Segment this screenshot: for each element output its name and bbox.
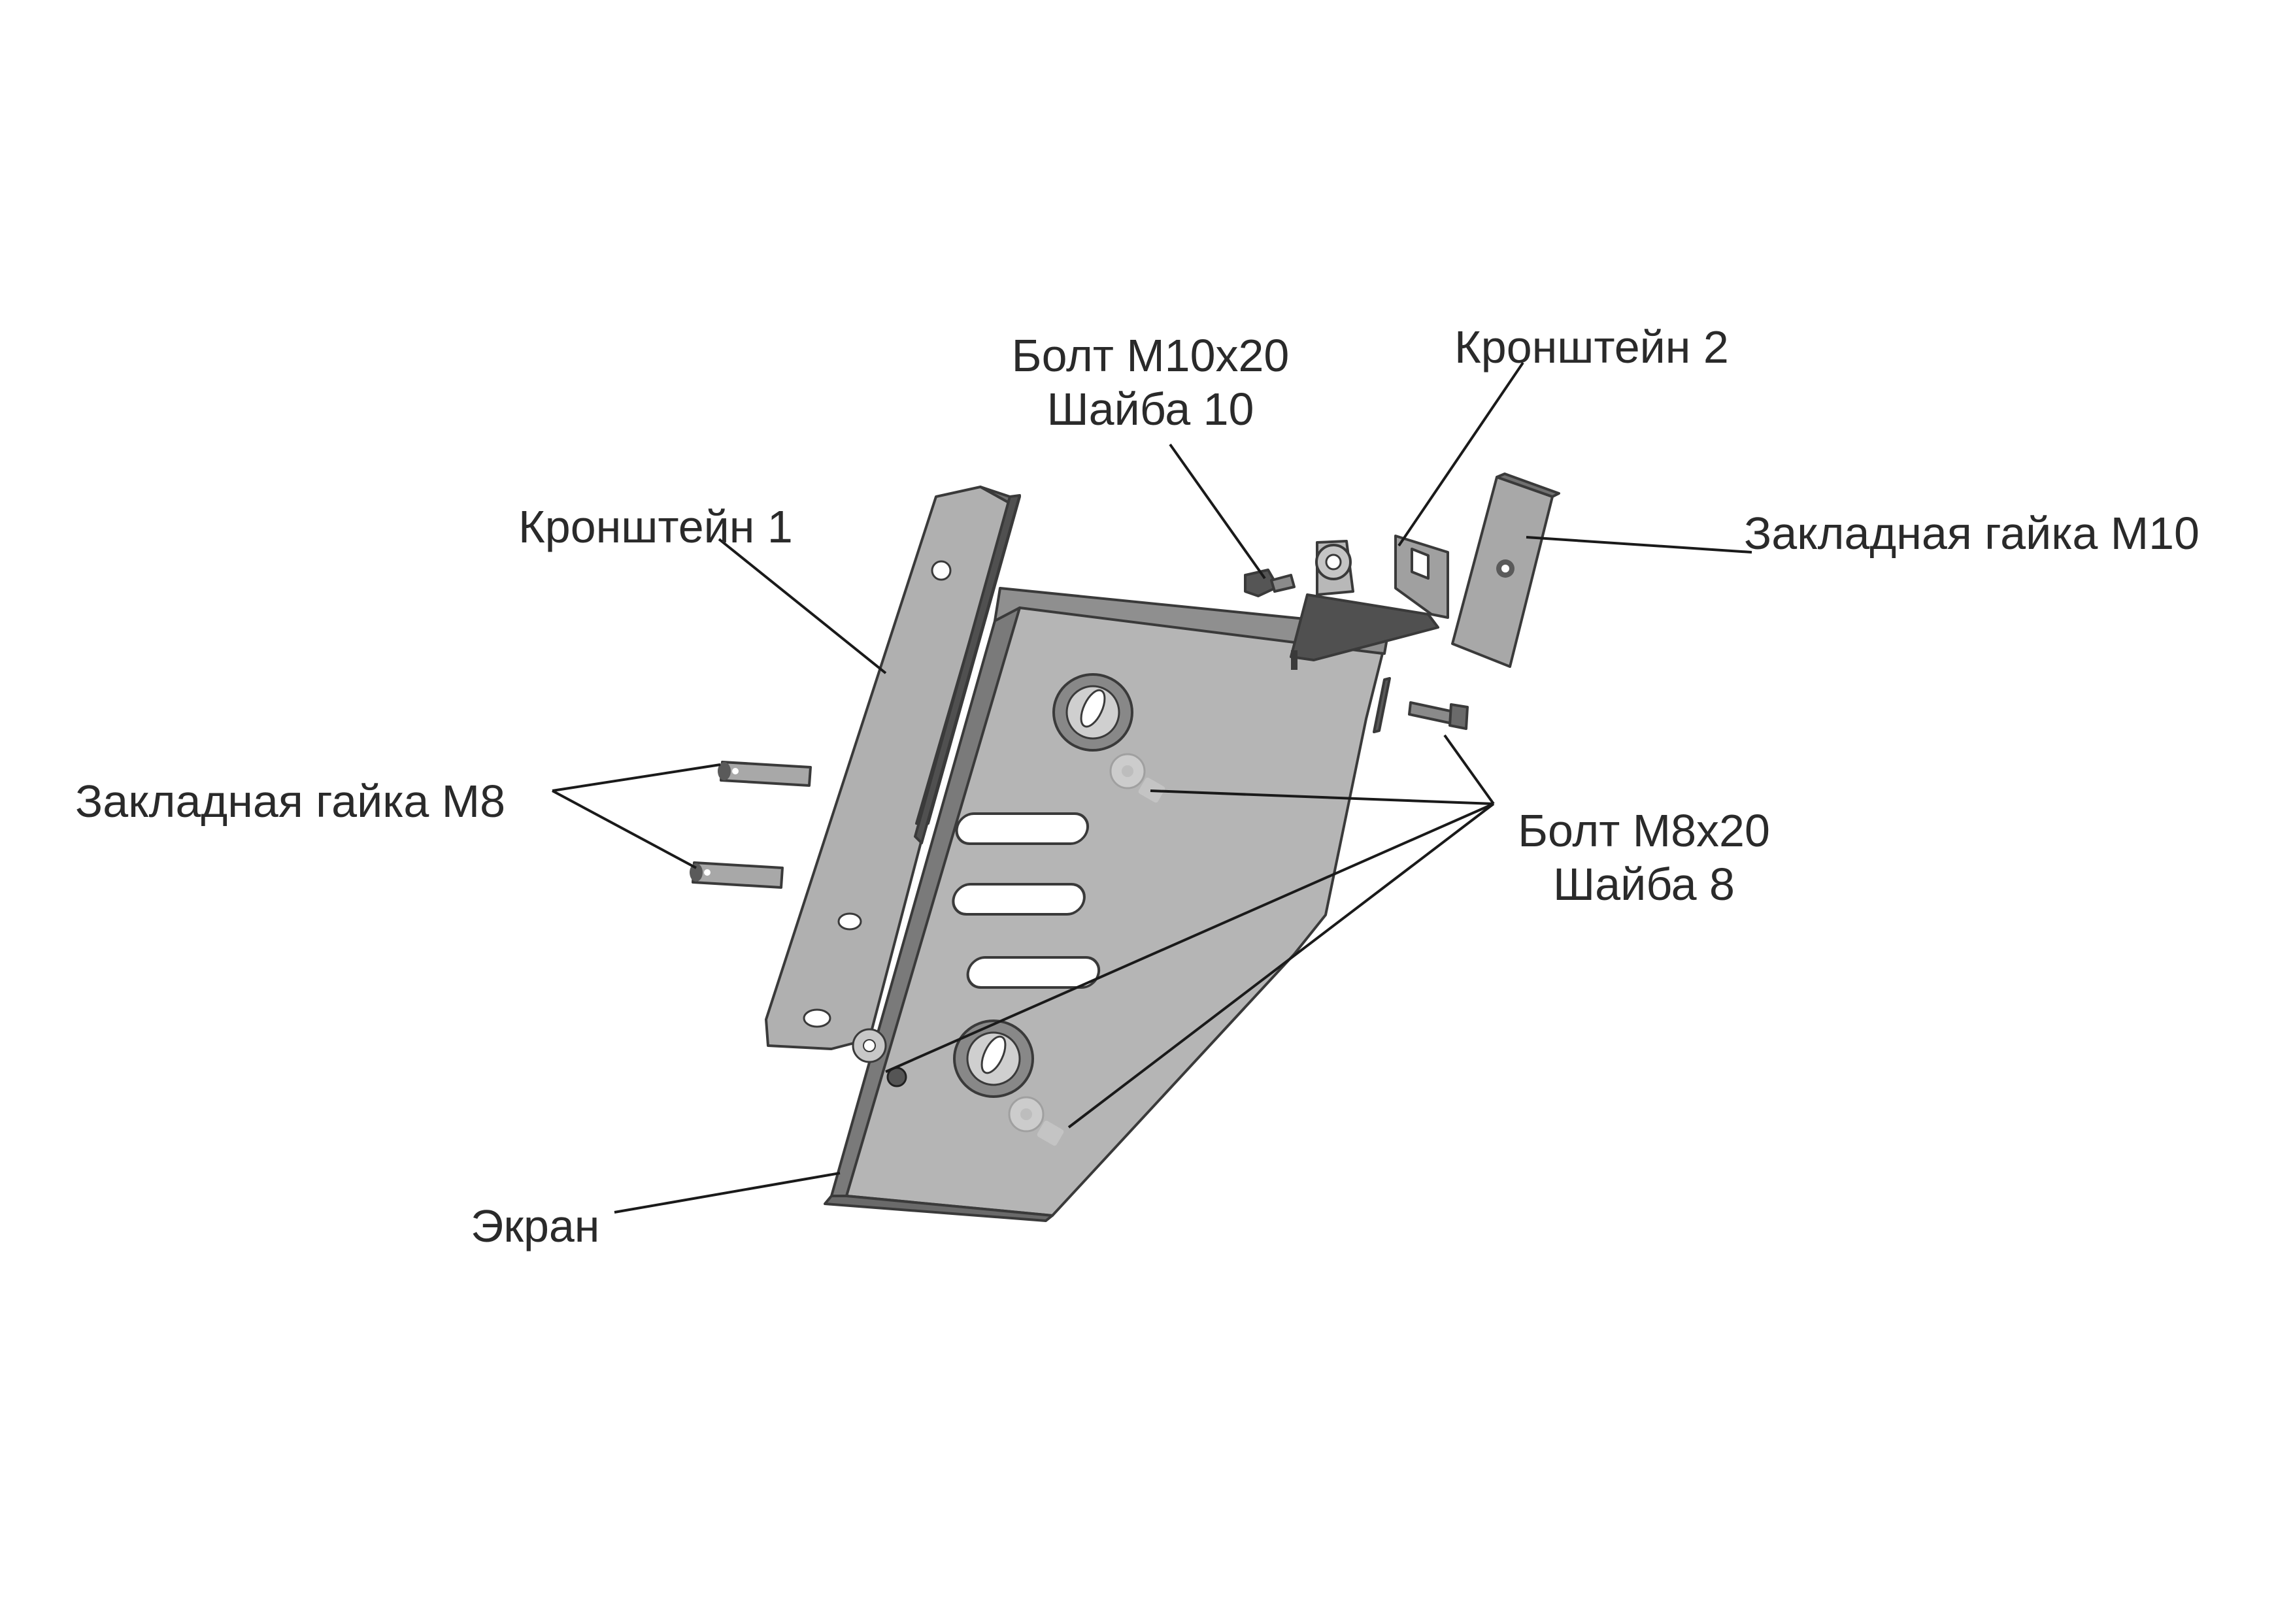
leader-lines (552, 361, 1752, 1214)
label-washer-10: Шайба 10 (1047, 384, 1254, 435)
leader-screen (614, 1172, 841, 1214)
vent-slots (952, 812, 1101, 989)
leader-nut-m8-upper (552, 763, 721, 792)
bracket-1-hole-top (931, 560, 952, 581)
leader-nut-m10 (1526, 536, 1752, 554)
bracket-1-hole-bottom (803, 1008, 831, 1028)
screen-top-flange (994, 587, 1390, 655)
bracket-1-edge (914, 494, 1021, 844)
leader-bolt-m8-3 (885, 803, 1494, 1073)
bolt-m8-right (1373, 677, 1469, 733)
label-bolt-m8: Болт М8х20 (1518, 805, 1770, 856)
leader-bracket-1 (718, 538, 887, 674)
bracket-2-part (1290, 535, 1449, 670)
vent-slot (955, 812, 1090, 845)
label-screen: Экран (471, 1201, 599, 1251)
label-embedded-nut-m8: Закладная гайка М8 (75, 776, 505, 827)
screen-bottom-edge (824, 1195, 1054, 1222)
upper-grommet (1052, 673, 1133, 752)
bracket-1-part (765, 486, 1021, 1050)
leader-bolt-m8-2 (1443, 734, 1495, 805)
leader-bolt-m8-4 (1067, 803, 1495, 1129)
leader-bracket-2 (1398, 361, 1524, 547)
label-embedded-nut-m10: Закладная гайка М10 (1744, 508, 2200, 559)
labels: Болт М10х20 Шайба 10 Кронштейн 2 Кронште… (75, 322, 2200, 1251)
embedded-nut-m8-lower (690, 861, 784, 889)
label-bolt-m10: Болт М10х20 (1012, 330, 1290, 381)
label-bracket-2: Кронштейн 2 (1454, 322, 1729, 373)
embedded-nut-m10-part (1451, 472, 1560, 668)
screen-plate (824, 587, 1390, 1222)
vent-slot (966, 956, 1101, 989)
bracket-2-base (1290, 593, 1439, 661)
embedded-nut-m8-upper (718, 761, 812, 787)
label-bracket-1: Кронштейн 1 (518, 501, 793, 552)
bolt-m8-on-plate-lower (1008, 1096, 1064, 1146)
bracket-1-hole-mid (837, 912, 862, 931)
bolt-m10-part (1244, 569, 1296, 597)
leader-nut-m8-lower (552, 789, 697, 869)
label-washer-8: Шайба 8 (1553, 859, 1735, 910)
leader-bolt-m8-1 (1150, 789, 1494, 805)
vent-slot (952, 883, 1086, 916)
lower-grommet (953, 1019, 1034, 1098)
leader-bolt-m10 (1169, 443, 1266, 580)
